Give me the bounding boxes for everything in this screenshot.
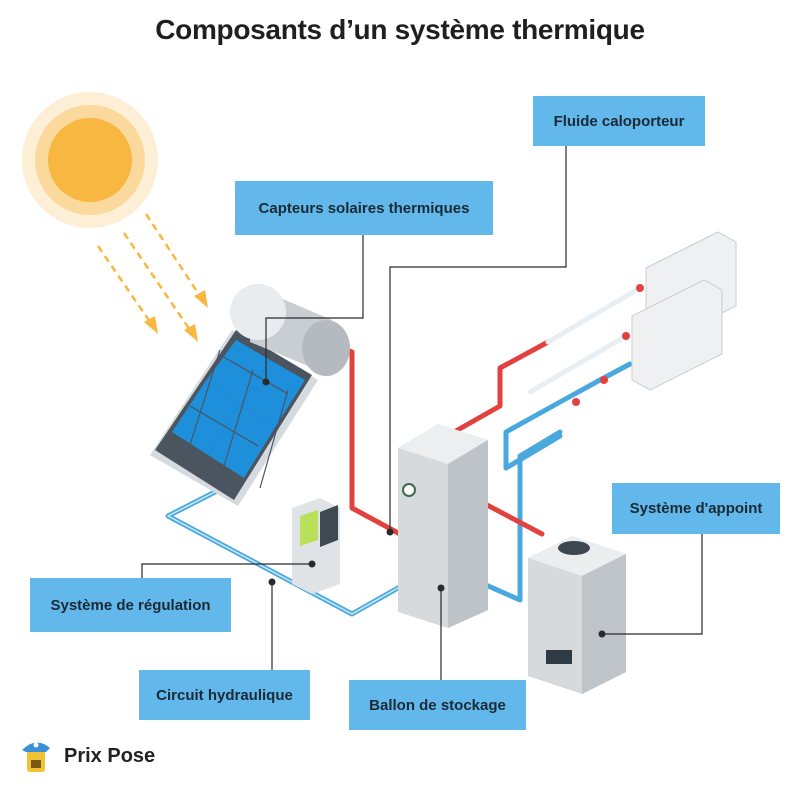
controller: [292, 498, 340, 594]
radiator-valves: [572, 284, 644, 406]
sun-ray-arrowheads: [144, 290, 208, 342]
storage-tank: [398, 424, 488, 628]
label-capteurs-solaires: Capteurs solaires thermiques: [235, 181, 493, 235]
prix-pose-logo-icon: [22, 742, 50, 772]
boiler: [528, 536, 626, 694]
sun-rays: [96, 213, 202, 331]
solar-cells: [172, 340, 305, 478]
solar-tank: [230, 284, 350, 376]
label-ballon-stockage: Ballon de stockage: [349, 680, 526, 730]
label-systeme-regulation: Système de régulation: [30, 578, 231, 632]
solar-panel: [150, 330, 318, 506]
radiators: [631, 231, 737, 391]
brand: Prix Pose: [18, 736, 155, 776]
hydraulic-circuit: [165, 361, 633, 617]
label-systeme-appoint: Système d'appoint: [612, 483, 780, 534]
radiator-pipes: [527, 285, 643, 395]
label-circuit-hydraulique: Circuit hydraulique: [139, 670, 310, 720]
brand-name: Prix Pose: [64, 744, 156, 767]
leader-lines: [141, 146, 703, 680]
diagram-title: Composants d’un système thermique: [155, 14, 645, 45]
sun-icon: [22, 92, 158, 228]
leader-dots: [262, 378, 606, 638]
label-fluide-caloporteur: Fluide caloporteur: [533, 96, 705, 146]
